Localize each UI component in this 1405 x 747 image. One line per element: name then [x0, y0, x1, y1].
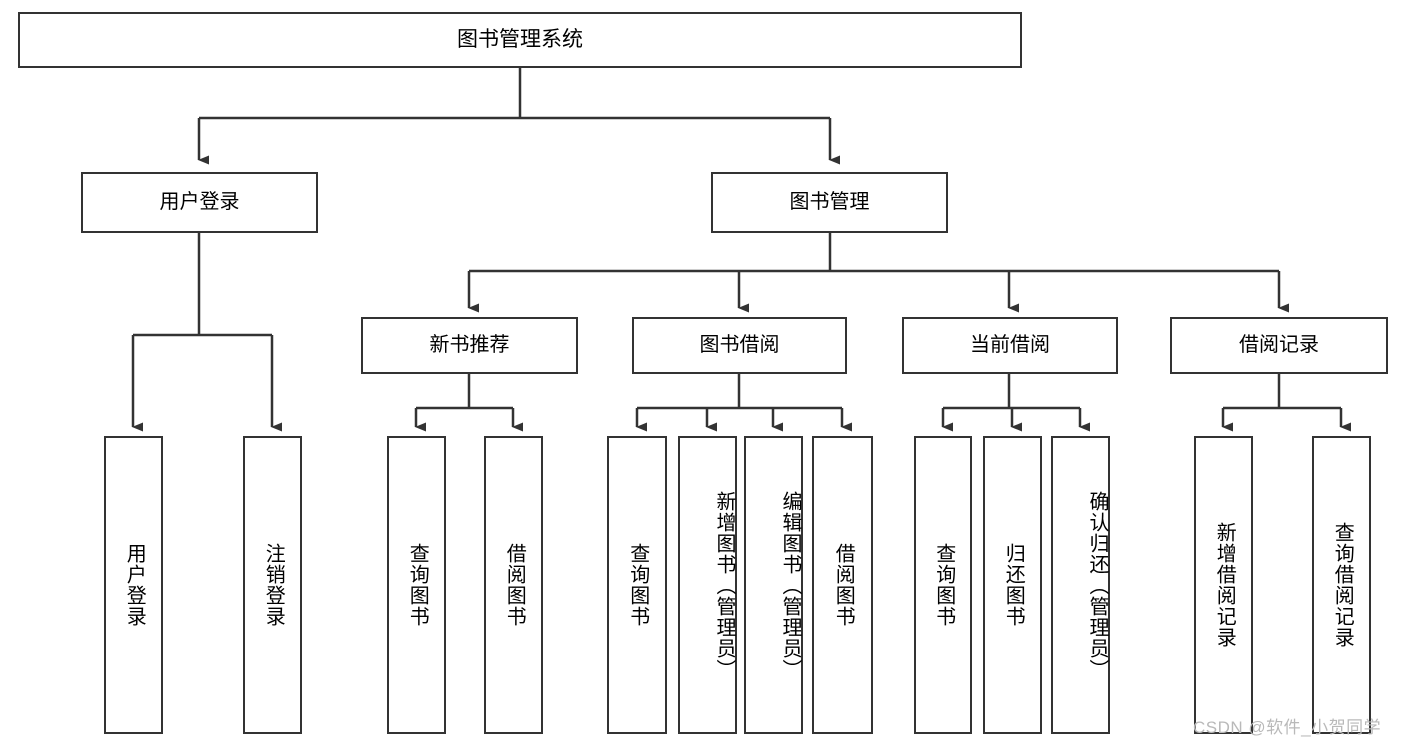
leaf-user-login[interactable]: 用户登录 — [104, 436, 163, 734]
leaf-logout[interactable]: 注销登录 — [243, 436, 302, 734]
leaf-borrow-book[interactable]: 借阅图书 — [812, 436, 873, 734]
node-label: 新增图书（管理员） — [713, 490, 735, 680]
leaf-query-borrow-record[interactable]: 查询借阅记录 — [1312, 436, 1371, 734]
leaf-query-book-current[interactable]: 查询图书 — [914, 436, 972, 734]
leaf-query-book-borrow[interactable]: 查询图书 — [607, 436, 667, 734]
leaf-query-book-recommend[interactable]: 查询图书 — [387, 436, 446, 734]
node-label: 图书管理 — [789, 190, 870, 213]
leaf-edit-book-admin[interactable]: 编辑图书（管理员） — [744, 436, 803, 734]
node-label: 用户登录 — [159, 190, 240, 213]
node-label: 图书管理系统 — [457, 27, 583, 51]
node-root-book-management-system[interactable]: 图书管理系统 — [18, 12, 1022, 68]
leaf-return-book[interactable]: 归还图书 — [983, 436, 1042, 734]
node-label: 归还图书 — [1002, 543, 1025, 627]
node-label: 借阅图书 — [832, 543, 855, 627]
watermark-text: CSDN @软件_小贺同学 — [1193, 718, 1382, 737]
node-label: 当前借阅 — [970, 333, 1050, 356]
node-label: 借阅图书 — [503, 543, 526, 627]
node-borrow-record[interactable]: 借阅记录 — [1170, 317, 1388, 374]
node-label: 编辑图书（管理员） — [779, 490, 801, 680]
node-label: 新书推荐 — [429, 333, 510, 356]
node-book-borrow[interactable]: 图书借阅 — [632, 317, 847, 374]
node-label: 借阅记录 — [1239, 333, 1319, 356]
node-label: 用户登录 — [123, 543, 146, 627]
node-new-book-recommend[interactable]: 新书推荐 — [361, 317, 578, 374]
node-current-borrow[interactable]: 当前借阅 — [902, 317, 1118, 374]
node-label: 查询图书 — [406, 543, 429, 627]
node-label: 图书借阅 — [699, 333, 780, 356]
node-book-management[interactable]: 图书管理 — [711, 172, 948, 233]
node-label: 查询图书 — [932, 543, 955, 627]
leaf-add-borrow-record[interactable]: 新增借阅记录 — [1194, 436, 1253, 734]
node-label: 查询图书 — [626, 543, 649, 627]
node-label: 确认归还（管理员） — [1086, 490, 1108, 680]
node-user-login[interactable]: 用户登录 — [81, 172, 318, 233]
leaf-add-book-admin[interactable]: 新增图书（管理员） — [678, 436, 737, 734]
leaf-borrow-book-recommend[interactable]: 借阅图书 — [484, 436, 543, 734]
node-label: 查询借阅记录 — [1331, 522, 1354, 648]
leaf-confirm-return-admin[interactable]: 确认归还（管理员） — [1051, 436, 1110, 734]
node-label: 新增借阅记录 — [1213, 522, 1236, 648]
node-label: 注销登录 — [262, 543, 285, 627]
